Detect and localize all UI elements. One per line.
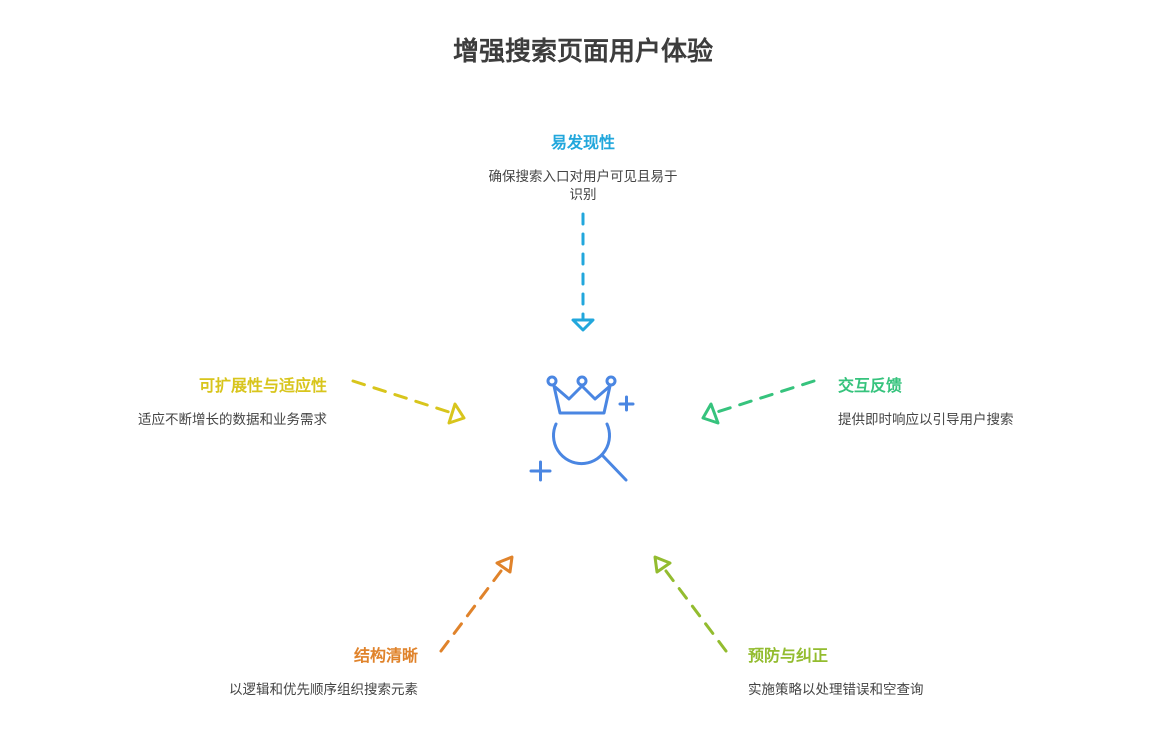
node-desc: 识别: [570, 187, 597, 203]
node-title: 预防与纠正: [748, 646, 828, 665]
arrow-bottom-right: [653, 555, 728, 653]
node-desc: 提供即时响应以引导用户搜索: [838, 411, 1014, 428]
arrow-right: [701, 379, 816, 425]
node-title: 结构清晰: [353, 646, 418, 665]
arrow-bottom-left: [439, 555, 514, 653]
arrow-top: [571, 212, 595, 332]
node-title: 可扩展性与适应性: [199, 376, 327, 395]
node-desc: 确保搜索入口对用户可见且易于: [489, 168, 678, 185]
node-title: 交互反馈: [838, 376, 902, 395]
node-right: 交互反馈 提供即时响应以引导用户搜索: [701, 376, 1014, 428]
node-desc: 实施策略以处理错误和空查询: [748, 681, 924, 698]
sparkle-plus-icon: [529, 460, 552, 482]
node-title: 易发现性: [551, 133, 615, 152]
node-left: 可扩展性与适应性 适应不断增长的数据和业务需求: [138, 376, 466, 428]
node-bottom-right: 预防与纠正 实施策略以处理错误和空查询: [653, 555, 924, 698]
diagram-title: 增强搜索页面用户体验: [453, 36, 713, 67]
node-desc: 以逻辑和优先顺序组织搜索元素: [229, 682, 418, 698]
node-desc: 适应不断增长的数据和业务需求: [138, 411, 327, 428]
node-top: 易发现性 确保搜索入口对用户可见且易于 识别: [489, 133, 678, 332]
sparkle-plus-icon: [618, 395, 635, 412]
arrow-left: [351, 379, 466, 425]
crown-search-icon: [529, 375, 635, 482]
node-bottom-left: 结构清晰 以逻辑和优先顺序组织搜索元素: [229, 555, 514, 698]
